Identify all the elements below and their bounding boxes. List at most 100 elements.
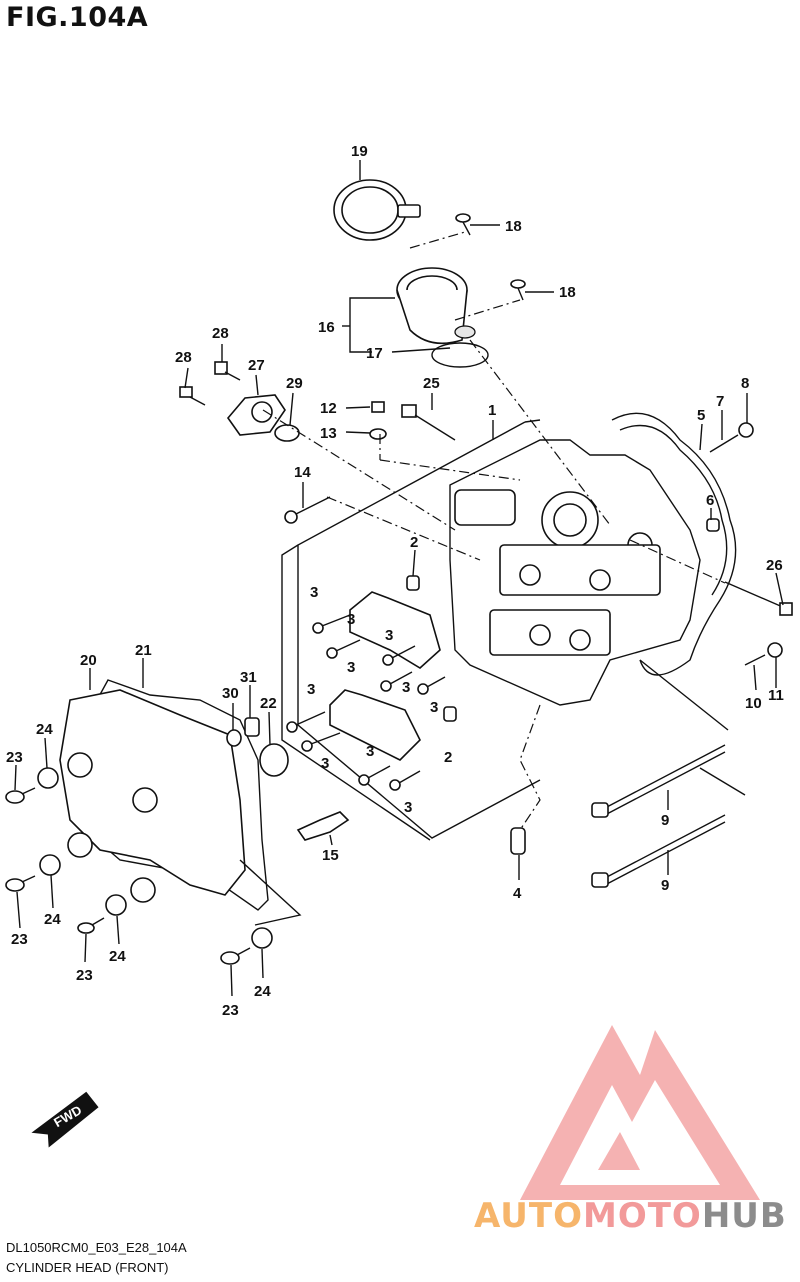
callout-28a: 28 xyxy=(175,349,192,366)
callout-24a: 24 xyxy=(36,721,53,738)
bolt-3c xyxy=(382,645,416,666)
callout-13: 13 xyxy=(320,425,337,442)
bolt-23d xyxy=(220,947,251,965)
callout-8: 8 xyxy=(741,375,749,392)
screw-18b xyxy=(510,279,526,301)
grommet-24b xyxy=(39,854,61,876)
dowel-6 xyxy=(706,518,720,532)
callout-7: 7 xyxy=(716,393,724,410)
o-ring-17 xyxy=(431,342,489,368)
watermark-text: AUTOMOTOHUB xyxy=(474,1196,787,1236)
fwd-arrow-icon: FWD xyxy=(31,1091,99,1148)
bolt-9a xyxy=(591,744,726,818)
callout-3d: 3 xyxy=(385,627,393,644)
footer-code: DL1050RCM0_E03_E28_104A xyxy=(6,1240,187,1255)
stud-7 xyxy=(709,434,739,453)
callout-20: 20 xyxy=(80,652,97,669)
seal-22 xyxy=(259,743,289,777)
leader-lines xyxy=(14,160,784,997)
bolt-3g xyxy=(301,732,341,752)
callout-21: 21 xyxy=(135,642,152,659)
footer-caption: CYLINDER HEAD (FRONT) xyxy=(6,1260,169,1275)
bolt-23c xyxy=(77,917,105,934)
callout-16: 16 xyxy=(318,319,335,336)
callout-12: 12 xyxy=(320,400,337,417)
watermark-moto: MOTO xyxy=(582,1196,702,1236)
callout-6: 6 xyxy=(706,492,714,509)
cylinder-head-cover-20 xyxy=(59,689,246,903)
bolt-3d xyxy=(380,671,413,692)
callout-18a: 18 xyxy=(505,218,522,235)
callout-3f: 3 xyxy=(430,699,438,716)
callout-3b: 3 xyxy=(347,611,355,628)
callout-14: 14 xyxy=(294,464,311,481)
bolt-3a xyxy=(312,614,351,634)
center-lines xyxy=(262,231,726,584)
callout-24d: 24 xyxy=(254,983,271,1000)
callout-3j: 3 xyxy=(404,799,412,816)
pin-4 xyxy=(510,827,526,855)
bolt-26 xyxy=(724,581,793,616)
bolt-3h xyxy=(358,765,391,786)
cylinder-head xyxy=(449,439,701,706)
bolt-14 xyxy=(284,496,331,524)
callout-9b: 9 xyxy=(661,877,669,894)
callout-4: 4 xyxy=(513,885,522,902)
callout-22: 22 xyxy=(260,695,277,712)
callout-3g: 3 xyxy=(307,681,315,698)
screw-18a xyxy=(455,213,471,236)
grommet-24d xyxy=(251,927,273,949)
grommet-24a xyxy=(37,767,59,789)
stud-10 xyxy=(744,654,766,666)
nut-11 xyxy=(767,642,783,658)
callout-2a: 2 xyxy=(410,534,418,551)
bolt-9b xyxy=(591,814,726,888)
intake-pipe-16 xyxy=(396,267,476,345)
callout-10: 10 xyxy=(745,695,762,712)
callout-23b: 23 xyxy=(11,931,28,948)
callout-1: 1 xyxy=(488,402,496,419)
dowel-2a xyxy=(406,575,420,591)
callout-3h: 3 xyxy=(321,755,329,772)
bolt-3b xyxy=(326,639,361,659)
gasket-5 xyxy=(611,412,737,676)
callout-9a: 9 xyxy=(661,812,669,829)
bolt-25 xyxy=(401,404,456,441)
watermark-hub: HUB xyxy=(701,1196,787,1236)
bolt-28a xyxy=(179,386,206,406)
bolt-23b xyxy=(5,875,36,892)
callout-25: 25 xyxy=(423,375,440,392)
grommet-24c xyxy=(105,894,127,916)
callout-24b: 24 xyxy=(44,911,61,928)
watermark-auto: AUTO xyxy=(474,1196,583,1236)
callout-27: 27 xyxy=(248,357,265,374)
cap-31 xyxy=(244,717,260,737)
callout-23c: 23 xyxy=(76,967,93,984)
watermark-logo xyxy=(520,1025,760,1200)
washer-13 xyxy=(369,428,387,440)
bolt-12 xyxy=(371,401,385,413)
callout-31: 31 xyxy=(240,669,257,686)
callout-18b: 18 xyxy=(559,284,576,301)
callout-29: 29 xyxy=(286,375,303,392)
figure-title: FIG.104A xyxy=(6,2,149,33)
callout-19: 19 xyxy=(351,143,368,160)
cam-bracket-lower xyxy=(329,689,421,761)
clamp-19 xyxy=(333,179,421,241)
callout-17: 17 xyxy=(366,345,383,362)
callout-15: 15 xyxy=(322,847,339,864)
bolt-3e xyxy=(417,676,446,695)
cam-bracket-upper xyxy=(349,591,441,669)
callout-24c: 24 xyxy=(109,948,126,965)
dowel-2b xyxy=(443,706,457,722)
callout-2b: 2 xyxy=(444,749,452,766)
callout-numbers: 19 18 18 16 17 28 28 27 29 25 12 13 1 5 … xyxy=(6,143,784,1019)
bolt-28b xyxy=(214,361,241,381)
callout-11: 11 xyxy=(768,687,784,704)
callout-26: 26 xyxy=(766,557,783,574)
bolt-3i xyxy=(389,770,421,791)
bolt-23a xyxy=(5,787,36,804)
callout-23a: 23 xyxy=(6,749,23,766)
spark-plug-15 xyxy=(296,811,350,841)
